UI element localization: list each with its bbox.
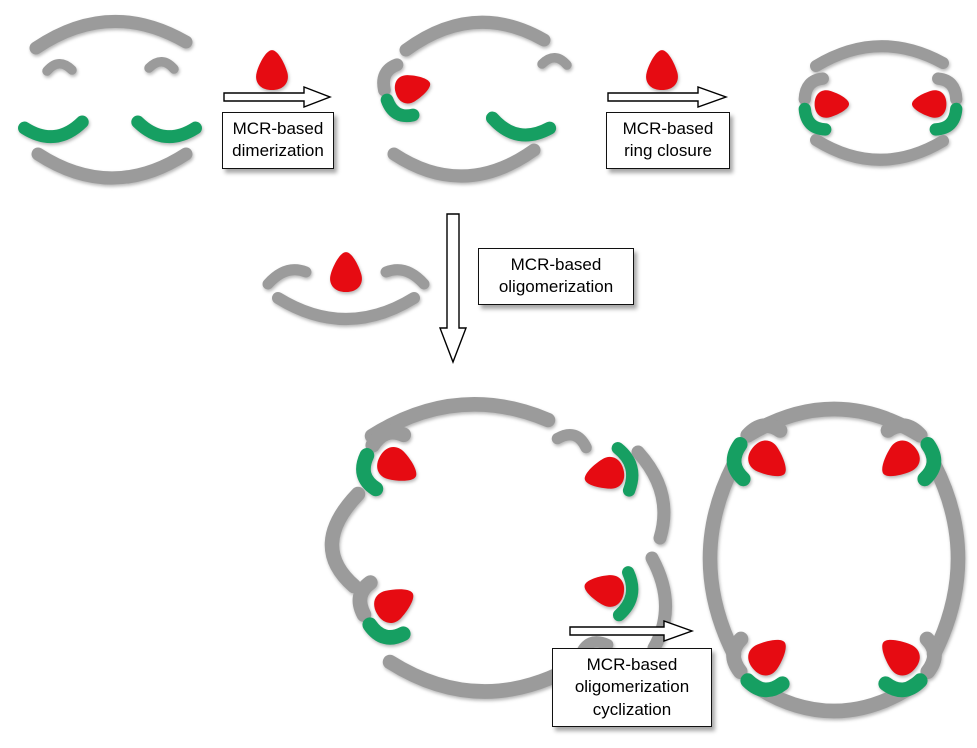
- structure-open-precursor: [8, 14, 213, 185]
- green-anchor-icon: [137, 122, 196, 139]
- mcr-unit: [864, 619, 944, 700]
- green-anchor-icon: [490, 118, 549, 139]
- gray-arc-bottom: [810, 134, 949, 166]
- label-oligomerization: MCR-based oligomerization: [478, 248, 634, 305]
- gray-arc-right-upper: [631, 445, 671, 545]
- right-arrow-icon: [569, 620, 695, 642]
- gray-arc-bottom: [382, 654, 586, 699]
- down-arrow-icon: [438, 213, 468, 364]
- gray-arc-top: [399, 15, 551, 57]
- mcr-unit: [912, 79, 956, 130]
- gray-arc-top: [29, 14, 193, 55]
- right-arrow-icon: [223, 85, 332, 109]
- structure-macrocycle-dimer: [786, 40, 974, 166]
- mcr-unit: [864, 417, 944, 498]
- free-monomer-piece: [579, 446, 637, 501]
- gray-arc-right-lower: [645, 551, 672, 655]
- gray-crescent-end-icon: [47, 64, 72, 71]
- structure-dimer-open: [348, 15, 580, 183]
- mcr-unit: [805, 79, 849, 130]
- gray-crescent-end-icon: [262, 264, 312, 290]
- gray-arc-top: [364, 397, 556, 444]
- gray-arc-left: [324, 486, 366, 594]
- right-arrow-icon: [607, 86, 729, 108]
- structure-monomer: [262, 252, 430, 325]
- mcr-unit: [352, 567, 428, 646]
- free-monomer-piece: [580, 564, 636, 617]
- gray-arc-top: [810, 40, 949, 72]
- structure-open-oligomer: [324, 397, 672, 699]
- gray-arc-bottom: [31, 147, 193, 185]
- gray-arc-bottom: [387, 143, 541, 183]
- gray-crescent-end-icon: [380, 264, 430, 290]
- label-oligomerization-cyclization: MCR-based oligomerization cyclization: [552, 648, 712, 728]
- gray-arc-bottom: [272, 292, 420, 325]
- structure-macrocycle-tetramer: [702, 401, 966, 719]
- arrow-oligomerization: [438, 213, 468, 364]
- mcr-unit: [379, 58, 437, 121]
- gray-arc-right: [926, 456, 966, 662]
- arrow-oligomerization-cyclization: [569, 620, 695, 642]
- gray-crescent-end-icon: [542, 58, 567, 65]
- green-anchor-icon: [25, 122, 84, 139]
- mcr-unit: [724, 619, 804, 700]
- arrow-dimerization: [223, 85, 332, 109]
- mcr-unit: [724, 417, 804, 498]
- gray-crescent-end-icon: [149, 62, 174, 69]
- red-blob-icon: [330, 252, 362, 293]
- gray-arc-left: [702, 456, 742, 662]
- label-dimerization: MCR-based dimerization: [222, 112, 334, 169]
- arrow-ring-closure: [607, 86, 729, 108]
- label-ring-closure: MCR-based ring closure: [606, 112, 730, 169]
- gray-crescent-end-icon: [557, 431, 588, 447]
